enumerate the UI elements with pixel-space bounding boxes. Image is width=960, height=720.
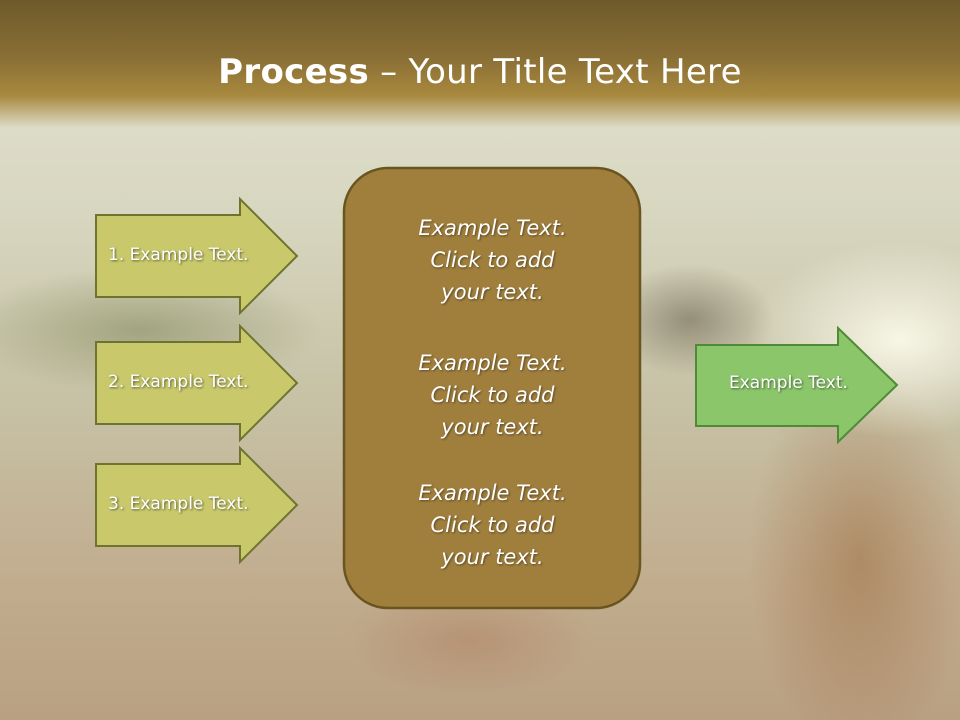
output-arrow[interactable]	[695, 325, 899, 445]
center-text-3-line-3: your text.	[441, 545, 544, 569]
title-bold-part: Process	[218, 52, 370, 92]
center-text-3-line-1: Example Text.	[418, 481, 567, 505]
center-text-2-line-1: Example Text.	[418, 351, 567, 375]
title-bar	[0, 0, 960, 128]
input-label-1: 1. Example Text.	[108, 245, 249, 265]
center-text-1-line-3: your text.	[441, 280, 544, 304]
input-arrow-2[interactable]	[95, 323, 299, 443]
center-text-block-2: Example Text. Click to add your text.	[345, 347, 640, 443]
center-text-2-line-3: your text.	[441, 415, 544, 439]
input-arrow-1[interactable]	[95, 196, 299, 316]
center-text-2-line-2: Click to add	[430, 383, 555, 407]
center-text-block-1: Example Text. Click to add your text.	[345, 212, 640, 308]
center-text-block-3: Example Text. Click to add your text.	[345, 477, 640, 573]
input-label-2: 2. Example Text.	[108, 372, 249, 392]
slide-title[interactable]: Process – Your Title Text Here	[0, 52, 960, 92]
title-rest-part: – Your Title Text Here	[369, 52, 742, 92]
output-label: Example Text.	[729, 373, 848, 393]
center-text-1-line-2: Click to add	[430, 248, 555, 272]
center-text-3-line-2: Click to add	[430, 513, 555, 537]
center-text-1-line-1: Example Text.	[418, 216, 567, 240]
input-arrow-3[interactable]	[95, 445, 299, 565]
input-label-3: 3. Example Text.	[108, 494, 249, 514]
center-box[interactable]	[342, 166, 642, 610]
